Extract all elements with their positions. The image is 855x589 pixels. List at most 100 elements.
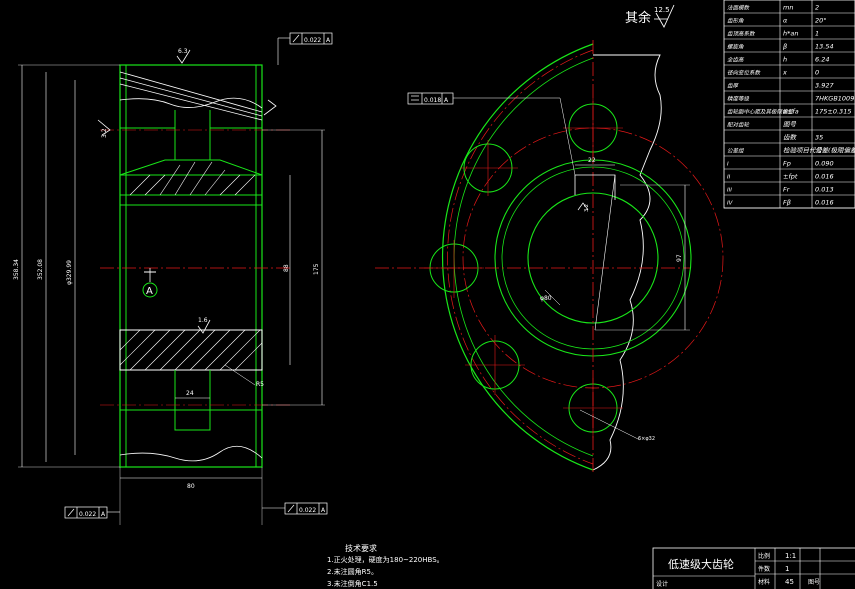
fillet-text: R5 bbox=[256, 381, 264, 388]
roughness-icon-top bbox=[176, 49, 191, 64]
gear-table-val-4: 6.24 bbox=[815, 56, 829, 64]
tol-top-text: 0.022 bbox=[304, 37, 321, 44]
break-edge bbox=[592, 54, 662, 471]
helix-line-1 bbox=[119, 71, 263, 113]
gear-table-name-9: 配对齿轮 bbox=[727, 122, 750, 129]
runout-frame-left bbox=[64, 506, 108, 519]
tech-line-3: 3.未注倒角C1.5 bbox=[327, 579, 378, 588]
dim-width-text: 80 bbox=[187, 483, 195, 490]
runout-arrow-icon-top bbox=[292, 34, 300, 43]
dim-web-text: 24 bbox=[186, 390, 194, 397]
gear-table-name-5: 径向变位系数 bbox=[727, 70, 762, 77]
tol-frame-end bbox=[407, 92, 454, 105]
title-block: 低速级大齿轮 比例 1:1 件数 1 材料 45 图号 设计 bbox=[652, 547, 855, 589]
dim-pd-text: 352.08 bbox=[37, 259, 44, 280]
outer-circle bbox=[442, 43, 594, 471]
gear-table-val-14: 0.013 bbox=[815, 186, 834, 194]
gear-table-name-1: 齿形角 bbox=[727, 18, 744, 25]
gear-table-name-8: 齿轮副中心距及其极限偏差 bbox=[727, 109, 794, 116]
gear-table-val-8: 175±0.315 bbox=[815, 108, 851, 116]
part-name: 低速级大齿轮 bbox=[668, 557, 734, 571]
holes-text: 6×φ32 bbox=[638, 436, 655, 442]
gear-table-val-6: 3.927 bbox=[815, 82, 834, 90]
tol-left-datum: A bbox=[101, 511, 106, 518]
dim-hub-diag bbox=[594, 174, 616, 331]
gear-table-sym-3: β bbox=[783, 43, 787, 51]
roughness-icon-left bbox=[97, 119, 111, 136]
roughness-icon-hub bbox=[197, 319, 211, 334]
tol-top-datum: A bbox=[326, 37, 331, 44]
design-label: 设计 bbox=[656, 580, 668, 588]
tech-line-2: 2.未注圆角R5。 bbox=[327, 567, 378, 576]
scale-label: 比例 bbox=[758, 552, 770, 560]
gear-table-sym-15: Fβ bbox=[783, 199, 791, 207]
gear-table-val-1: 20° bbox=[815, 17, 827, 25]
gear-table-sym-1: α bbox=[783, 17, 788, 25]
gear-table-sym-2: h*an bbox=[783, 30, 798, 38]
material-value: 45 bbox=[785, 578, 794, 586]
gear-table-name-3: 螺旋角 bbox=[727, 44, 744, 51]
gear-table-val-7: 7HKGB10095-88 bbox=[815, 95, 855, 103]
hub-top-boss bbox=[119, 159, 263, 176]
drawing-no-label: 图号 bbox=[808, 579, 820, 586]
leader-fillet bbox=[224, 364, 256, 386]
gear-table-name-2: 齿顶高系数 bbox=[727, 31, 756, 38]
gear-table-val-5: 0 bbox=[815, 69, 819, 77]
scale-value: 1:1 bbox=[785, 552, 796, 560]
gear-table-name-12: I bbox=[727, 162, 729, 168]
bore bbox=[119, 204, 263, 331]
gear-table-sym-13: ±fpt bbox=[783, 173, 798, 181]
tech-requirements: 技术要求 1.正火处理，硬度为180~220HBS。 2.未注圆角R5。 3.未… bbox=[327, 543, 444, 588]
qty-label: 件数 bbox=[758, 565, 770, 573]
end-view: 22 97 3.2 φ80 6×φ32 0.018 A bbox=[375, 40, 724, 475]
gear-table-sym-9: 图号 bbox=[783, 121, 797, 129]
tol-right-text: 0.022 bbox=[299, 507, 316, 514]
dim-od-text: 358.34 bbox=[13, 259, 20, 280]
dim-hub-text: 88 bbox=[283, 264, 290, 272]
gear-table-name-15: IV bbox=[727, 201, 734, 207]
web-upper-inner bbox=[174, 110, 211, 161]
tol-end-datum: A bbox=[444, 97, 449, 104]
web-lower-inner bbox=[174, 370, 211, 431]
dim-bore-text: 175 bbox=[313, 263, 320, 275]
gear-table-name-13: II bbox=[727, 175, 731, 181]
runout-arrow-icon-right bbox=[287, 504, 295, 513]
gear-table-name-0: 法面模数 bbox=[727, 5, 751, 12]
tol-left-text: 0.022 bbox=[79, 511, 96, 518]
hatch-bottom bbox=[119, 329, 263, 371]
gear-table-name-11: 公差组 bbox=[727, 148, 744, 155]
gear-table-name-4: 全齿高 bbox=[727, 57, 745, 64]
roughness-rest-value: 12.5 bbox=[654, 6, 670, 14]
datum-letter: A bbox=[146, 286, 153, 297]
gear-table-val-12: 0.090 bbox=[815, 160, 834, 168]
bore-text: φ80 bbox=[540, 295, 552, 302]
gear-table-sym-12: Fp bbox=[783, 160, 791, 168]
gear-table-val-0: 2 bbox=[815, 4, 819, 12]
rough-top-text: 6.3 bbox=[178, 48, 188, 55]
gear-table-sym-0: mn bbox=[783, 4, 793, 12]
helix-line-3 bbox=[119, 83, 263, 121]
rough-hub-text: 1.6 bbox=[198, 317, 208, 324]
rough-left-text: 3.2 bbox=[101, 128, 108, 138]
break-line-top bbox=[119, 97, 263, 109]
gear-table-val-10: 35 bbox=[815, 134, 823, 142]
dim-rd-text: φ329.99 bbox=[66, 260, 73, 285]
material-label: 材料 bbox=[758, 578, 770, 586]
tech-line-1: 1.正火处理，硬度为180~220HBS。 bbox=[327, 555, 444, 564]
section-view: 358.34 352.08 φ329.99 88 175 24 80 R5 A … bbox=[13, 32, 333, 525]
runout-frame-right bbox=[284, 502, 328, 515]
tech-title: 技术要求 bbox=[345, 543, 377, 553]
hub-top bbox=[119, 174, 263, 196]
gear-table-name-6: 齿厚 bbox=[727, 83, 740, 90]
gear-table-sym-5: x bbox=[782, 69, 787, 77]
keyway bbox=[574, 174, 616, 200]
gear-table-sym-10: 齿数 bbox=[783, 134, 798, 142]
gear-table-name-14: III bbox=[727, 188, 732, 194]
break-line-bottom bbox=[119, 445, 263, 462]
roughness-icon-rest bbox=[655, 4, 675, 28]
tol-end-text: 0.018 bbox=[424, 97, 441, 104]
gear-table-val-13: 0.016 bbox=[815, 173, 834, 181]
